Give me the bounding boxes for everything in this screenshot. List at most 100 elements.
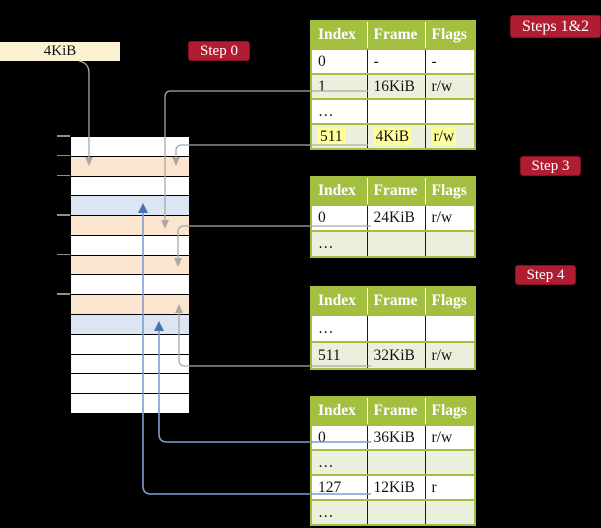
steps-1-2-text: Steps 1&2 [521, 17, 590, 35]
table-cell [424, 98, 475, 124]
memory-frame-row-orange [71, 294, 189, 315]
memory-frame-row-white [71, 353, 189, 374]
step-4-text: Step 4 [526, 266, 565, 283]
table-cell: 511 [311, 341, 367, 369]
memory-boundary-tick [57, 214, 70, 216]
memory-frame-row-white [71, 137, 189, 156]
table-cell: 32KiB [366, 341, 425, 369]
table-cell [424, 449, 475, 475]
step-3-text: Step 3 [531, 157, 570, 174]
memory-boundary-tick [57, 253, 70, 256]
table-cell: 16KiB [366, 73, 425, 99]
table-cell: 0 [311, 48, 367, 74]
memory-boundary-tick [57, 154, 70, 157]
table-cell: … [311, 449, 367, 475]
table-cell: … [311, 314, 367, 342]
table-cell: 0 [311, 204, 367, 231]
table-cell: 1 [311, 73, 367, 99]
table-row: … [311, 499, 475, 525]
table-cell: … [311, 499, 367, 525]
root-pointer-label: 4KiB [43, 43, 77, 59]
memory-frame-row-orange [71, 254, 189, 275]
column-header-flags: Flags [424, 21, 475, 49]
step-4-label: Step 4 [515, 265, 576, 285]
column-header-flags: Flags [424, 397, 475, 425]
table-cell: r/w [424, 424, 475, 450]
table-cell [424, 230, 475, 257]
memory-frame-row-white [71, 175, 189, 196]
table-cell [366, 314, 425, 342]
table-row: … [311, 449, 475, 475]
column-header-index: Index [311, 287, 367, 315]
root-pointer-box: 4KiB [0, 42, 120, 61]
table-cell: r/w [424, 341, 475, 369]
physical-memory [70, 136, 190, 414]
steps-1-2-label: Steps 1&2 [510, 15, 601, 38]
memory-frame-row-white [71, 393, 189, 413]
table-cell [366, 499, 425, 525]
column-header-index: Index [311, 397, 367, 425]
table-cell: 511 [311, 123, 367, 149]
table-cell [366, 230, 425, 257]
table-cell: r/w [424, 123, 475, 149]
step-0-label: Step 0 [188, 41, 250, 61]
step-3-label: Step 3 [520, 156, 581, 176]
table-cell [366, 449, 425, 475]
highlighted-value: r/w [431, 127, 457, 145]
column-header-flags: Flags [424, 287, 475, 315]
column-header-index: Index [311, 177, 367, 205]
table-cell: - [424, 48, 475, 74]
memory-frame-row-white [71, 373, 189, 394]
step-0-text: Step 0 [200, 42, 238, 59]
table-cell: … [311, 98, 367, 124]
table-row: … [311, 98, 475, 124]
table-row: … [311, 230, 475, 257]
column-header-frame: Frame [366, 21, 425, 49]
table-row: 0-- [311, 48, 475, 74]
table-cell: 0 [311, 424, 367, 450]
column-header-frame: Frame [366, 177, 425, 205]
highlighted-value: 511 [318, 127, 345, 145]
table-cell: 12KiB [366, 474, 425, 500]
table-cell: … [311, 230, 367, 257]
table-cell: 36KiB [366, 424, 425, 450]
highlighted-value: 4KiB [373, 127, 412, 145]
column-header-flags: Flags [424, 177, 475, 205]
table-cell: 24KiB [366, 204, 425, 231]
table-row: 511 4KiB r/w [311, 123, 475, 149]
memory-frame-row-blue [71, 314, 189, 334]
memory-frame-row-orange [71, 215, 189, 235]
memory-frame-row-white [71, 274, 189, 295]
memory-frame-row-white [71, 333, 189, 354]
column-header-frame: Frame [366, 397, 425, 425]
table-cell: - [366, 48, 425, 74]
memory-frame-row-white [71, 234, 189, 255]
memory-boundary-tick [57, 174, 70, 177]
memory-boundary-tick [57, 293, 70, 295]
table-row: … [311, 314, 475, 342]
table-cell [366, 98, 425, 124]
table-cell: r [424, 474, 475, 500]
memory-boundary-tick [57, 135, 70, 137]
column-header-frame: Frame [366, 287, 425, 315]
memory-frame-row-blue [71, 195, 189, 216]
table-cell [424, 314, 475, 342]
